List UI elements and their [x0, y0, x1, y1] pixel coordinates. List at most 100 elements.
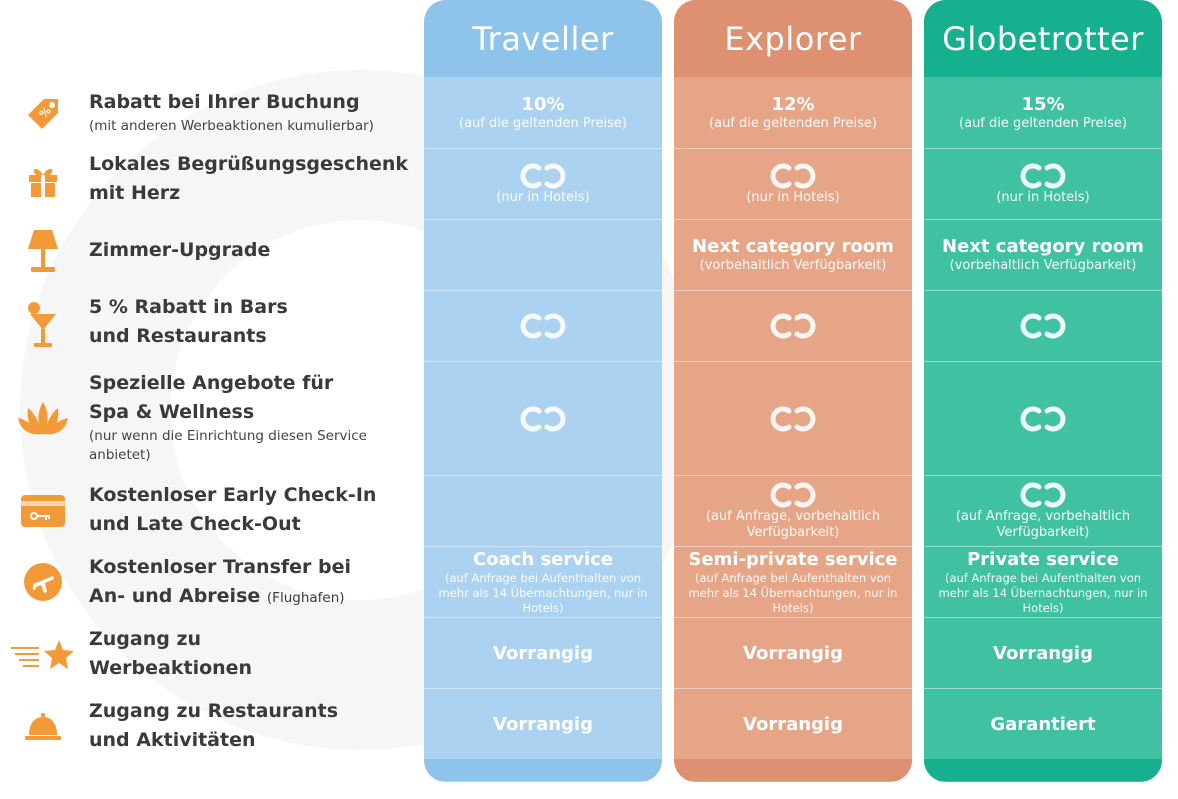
tier-cell: (nur in Hotels) [424, 148, 662, 219]
tier-cell: 15%(auf die geltenden Preise) [924, 77, 1162, 148]
tier-cell: 10%(auf die geltenden Preise) [424, 77, 662, 148]
gift-icon [14, 158, 72, 202]
cell-value: Vorrangig [493, 713, 593, 735]
feature-welcome-gift: Lokales Begrüßungsgeschenk mit Herz [0, 150, 420, 210]
feature-title: Zugang zu Werbeaktionen [89, 628, 253, 679]
check-icon [766, 481, 820, 509]
cell-value: Semi-private service [688, 548, 898, 570]
feature-room-upgrade: Zimmer-Upgrade [0, 222, 420, 280]
feature-inline-note: (Flughafen) [266, 590, 345, 606]
check-icon [766, 312, 820, 340]
cell-note: (nur in Hotels) [746, 190, 840, 205]
cell-value: Vorrangig [993, 642, 1093, 664]
cell-value: Garantiert [990, 713, 1096, 735]
tier-name: Explorer [674, 0, 912, 77]
tier-cell [674, 361, 912, 475]
cell-note: (auf die geltenden Preise) [709, 115, 877, 131]
feature-title-text: Kostenloser Transfer bei An- und Abreise [89, 556, 352, 607]
feature-text: 5 % Rabatt in Bars und Restaurants [89, 293, 419, 351]
check-icon [766, 162, 820, 190]
tier-cell: Garantiert [924, 688, 1162, 759]
tier-cell: Vorrangig [674, 617, 912, 688]
tier-cell: Vorrangig [424, 617, 662, 688]
feature-title: 5 % Rabatt in Bars und Restaurants [89, 296, 288, 347]
star-icon [8, 633, 78, 677]
tier-cell: (auf Anfrage, vorbehaltlich Verfügbarkei… [674, 475, 912, 546]
tier-name: Traveller [424, 0, 662, 77]
tier-cell [424, 290, 662, 361]
check-icon [1016, 162, 1070, 190]
feature-bar-discount: 5 % Rabatt in Bars und Restaurants [0, 293, 420, 353]
check-icon [766, 405, 820, 433]
lotus-icon [14, 395, 72, 441]
keycard-icon [14, 489, 72, 533]
feature-text: Kostenloser Transfer bei An- und Abreise… [89, 553, 419, 613]
feature-title: Zugang zu Restaurants und Aktivitäten [89, 700, 339, 751]
feature-title: Lokales Begrüßungsgeschenk mit Herz [89, 153, 409, 204]
tier-cells: 10%(auf die geltenden Preise) (nur in Hot… [424, 77, 662, 759]
cell-value: Vorrangig [743, 642, 843, 664]
price-tag-icon: % [14, 92, 72, 136]
feature-title: Kostenloser Transfer bei An- und Abreise… [89, 553, 419, 613]
tier-cell [924, 290, 1162, 361]
feature-discount: % Rabatt bei Ihrer Buchung (mit anderen … [0, 88, 420, 140]
cell-value: 10% [521, 93, 565, 115]
tier-cell [674, 290, 912, 361]
check-icon [1016, 405, 1070, 433]
tier-cell [424, 361, 662, 475]
cell-note: (vorbehaltlich Verfügbarkeit) [699, 258, 887, 273]
feature-restaurants: Zugang zu Restaurants und Aktivitäten [0, 697, 420, 757]
tier-cell: Vorrangig [924, 617, 1162, 688]
cell-value: Private service [967, 548, 1119, 570]
feature-text: Zugang zu Werbeaktionen [89, 625, 419, 683]
tier-cell: 12%(auf die geltenden Preise) [674, 77, 912, 148]
feature-title: Rabatt bei Ihrer Buchung [89, 91, 360, 113]
cell-note: (auf Anfrage bei Aufenthalten von mehr a… [938, 570, 1148, 615]
cell-note: (nur in Hotels) [996, 190, 1090, 205]
tier-cell: (nur in Hotels) [674, 148, 912, 219]
feature-text: Rabatt bei Ihrer Buchung (mit anderen We… [89, 88, 419, 136]
tier-cells: 15%(auf die geltenden Preise) (nur in Hot… [924, 77, 1162, 759]
feature-list: % Rabatt bei Ihrer Buchung (mit anderen … [0, 0, 420, 799]
feature-subtitle: (nur wenn die Einrichtung diesen Service… [89, 428, 367, 463]
cell-note: (auf Anfrage, vorbehaltlich Verfügbarkei… [705, 509, 881, 540]
cell-note: (auf Anfrage bei Aufenthalten von mehr a… [438, 570, 648, 615]
cell-value: 12% [771, 93, 815, 115]
cell-value: Next category room [692, 236, 894, 257]
tier-cell [424, 475, 662, 546]
tier-footer [424, 759, 662, 781]
check-icon [1016, 481, 1070, 509]
check-icon [516, 312, 570, 340]
tier-cell: Next category room(vorbehaltlich Verfügb… [924, 219, 1162, 290]
cell-value: Vorrangig [743, 713, 843, 735]
tier-footer [924, 759, 1162, 781]
feature-text: Zimmer-Upgrade [89, 236, 419, 265]
reception-bell-icon [14, 707, 72, 747]
cell-note: (auf Anfrage, vorbehaltlich Verfügbarkei… [955, 509, 1131, 540]
tier-cell: (auf Anfrage, vorbehaltlich Verfügbarkei… [924, 475, 1162, 546]
cell-note: (vorbehaltlich Verfügbarkeit) [949, 258, 1137, 273]
cell-note: (auf Anfrage bei Aufenthalten von mehr a… [688, 570, 898, 615]
tier-cell: Private service(auf Anfrage bei Aufentha… [924, 546, 1162, 617]
lamp-icon [14, 226, 72, 276]
feature-text: Spezielle Angebote für Spa & Wellness (n… [89, 369, 419, 465]
feature-text: Kostenloser Early Check-In und Late Chec… [89, 481, 419, 539]
cell-note: (nur in Hotels) [496, 190, 590, 205]
cell-note: (auf die geltenden Preise) [459, 115, 627, 131]
check-icon [516, 162, 570, 190]
cell-value: 15% [1021, 93, 1065, 115]
tier-cell: Vorrangig [424, 688, 662, 759]
tier-cell: Semi-private service(auf Anfrage bei Auf… [674, 546, 912, 617]
tier-cell [924, 361, 1162, 475]
tier-cell: Coach service(auf Anfrage bei Aufenthalt… [424, 546, 662, 617]
feature-checkin-checkout: Kostenloser Early Check-In und Late Chec… [0, 481, 420, 541]
cocktail-icon [14, 297, 72, 351]
tier-cell: (nur in Hotels) [924, 148, 1162, 219]
tier-footer [674, 759, 912, 781]
feature-spa: Spezielle Angebote für Spa & Wellness (n… [0, 369, 420, 469]
cell-value: Next category room [942, 236, 1144, 257]
cell-value: Vorrangig [493, 642, 593, 664]
